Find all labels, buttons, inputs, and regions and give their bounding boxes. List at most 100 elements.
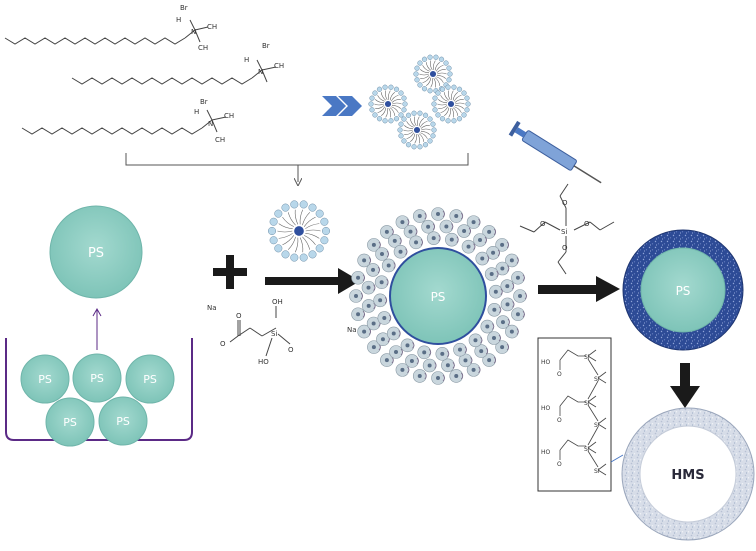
ps-particle: PS: [45, 397, 95, 447]
adsorbed-micelle: [403, 224, 418, 239]
adsorbed-micelle: [395, 363, 410, 377]
oxygen-minus-label: O: [220, 340, 226, 348]
ps-silica-core-shell: PS: [622, 229, 744, 351]
nitrogen-label: N: [258, 68, 263, 76]
arrow-right-2: [538, 276, 620, 302]
adsorbed-micelle: [395, 215, 410, 229]
oxygen-label: O: [236, 312, 242, 320]
adsorbed-micelle: [431, 207, 445, 221]
micelle: [267, 200, 331, 262]
adsorbed-micelle: [367, 238, 381, 252]
syringe-icon: [508, 120, 602, 184]
combine-bracket: [125, 153, 469, 182]
micelle: [431, 84, 471, 124]
ps-label: PS: [88, 246, 104, 261]
adsorbed-micelle: [373, 293, 388, 308]
hydroxyl-label: HO: [258, 358, 269, 366]
sodium-label: Na: [207, 304, 217, 312]
adsorbed-micelle: [421, 219, 436, 234]
adsorbed-micelle: [417, 345, 432, 360]
methyl-label: CH: [215, 136, 225, 144]
silicon-label: Si: [584, 446, 590, 453]
methyl-label: H: [244, 56, 249, 64]
adsorbed-micelle: [487, 331, 501, 345]
adsorbed-micelle: [496, 315, 510, 329]
hydroxyl-label: OH: [272, 298, 283, 306]
hms-hollow-sphere: HMS: [621, 407, 755, 541]
methyl-label: CH: [274, 62, 284, 70]
plus-icon: [213, 255, 247, 289]
adsorbed-micelle: [500, 279, 515, 293]
adsorbed-micelle: [439, 219, 454, 234]
adsorbed-micelle: [357, 253, 372, 268]
adsorbed-micelle: [500, 297, 515, 312]
carboxyethylsilanetriol: [229, 306, 291, 357]
adsorbed-micelle: [511, 307, 525, 322]
adsorbed-micelle: [482, 225, 497, 239]
silica-network-box: [537, 337, 624, 492]
adsorbed-micelle: [405, 354, 419, 368]
surfactant-molecule-3: [21, 109, 227, 135]
adsorbed-micelle: [453, 342, 467, 357]
oxygen-label: O: [557, 371, 562, 378]
carboxyethylsilanetriol-labels: Na O O Si OH O HO Na: [207, 298, 357, 366]
surfactant-3-labels: Br H N CH CH: [194, 98, 234, 144]
methyl-label: CH: [207, 23, 217, 31]
adsorbed-micelle: [495, 340, 510, 354]
silicon-label: Si: [594, 376, 600, 383]
silicon-label: Si: [561, 228, 567, 236]
surfactant-molecule-1: [4, 19, 209, 45]
adsorbed-micelle: [367, 340, 381, 354]
adsorbed-micelle: [361, 280, 376, 295]
oxygen-label: O: [562, 244, 568, 252]
micelle-cluster: [368, 54, 471, 150]
adsorbed-micelle: [412, 209, 427, 223]
oxygen-minus-label: O: [288, 346, 294, 354]
adsorbed-micelle: [349, 289, 363, 303]
hydroxyl-label: HO: [541, 405, 551, 412]
adsorbed-micelle: [495, 261, 510, 276]
adsorbed-micelle: [461, 239, 476, 254]
ps-particle: PS: [98, 396, 148, 446]
nitrogen-label: N: [208, 120, 213, 128]
oxygen-label: O: [557, 461, 562, 468]
adsorbed-micelle: [435, 347, 450, 361]
oxygen-label: O: [557, 417, 562, 424]
adsorbed-micelle: [441, 358, 455, 373]
adsorbed-micelle: [484, 267, 499, 281]
surfactant-2-labels: Br H N CH: [244, 42, 284, 76]
adsorbed-micelle: [374, 275, 389, 290]
adsorbed-micelle: [366, 263, 380, 277]
adsorbed-micelle: [486, 245, 500, 260]
hms-label: HMS: [671, 468, 704, 483]
adsorbed-micelle: [380, 353, 394, 367]
bromide-label: Br: [180, 4, 188, 12]
ps-label: PS: [90, 372, 104, 385]
adsorbed-micelle: [412, 369, 427, 383]
sodium-label: Na: [347, 326, 357, 334]
ps-micelle-composite: PS: [349, 207, 527, 385]
hydroxyl-label: HO: [541, 449, 551, 456]
adsorbed-micelle: [393, 244, 408, 259]
ps-label: PS: [676, 284, 691, 298]
adsorbed-micelle: [366, 316, 381, 331]
silicon-label: Si: [584, 400, 590, 407]
teos-labels: O Si O O O: [540, 199, 590, 252]
adsorbed-micelle: [457, 224, 471, 238]
silicon-label: Si: [271, 330, 277, 338]
ps-label: PS: [143, 373, 157, 386]
adsorbed-micelle: [505, 324, 519, 339]
beaker: [5, 338, 193, 441]
methyl-label: CH: [198, 44, 208, 52]
adsorbed-micelle: [468, 333, 483, 348]
arrow-right-1: [265, 268, 360, 294]
adsorbed-micelle: [426, 231, 441, 245]
adsorbed-micelle: [473, 233, 487, 247]
methyl-label: H: [176, 16, 181, 24]
ps-label: PS: [431, 290, 446, 304]
micelle: [413, 54, 453, 94]
micelle: [368, 84, 408, 124]
